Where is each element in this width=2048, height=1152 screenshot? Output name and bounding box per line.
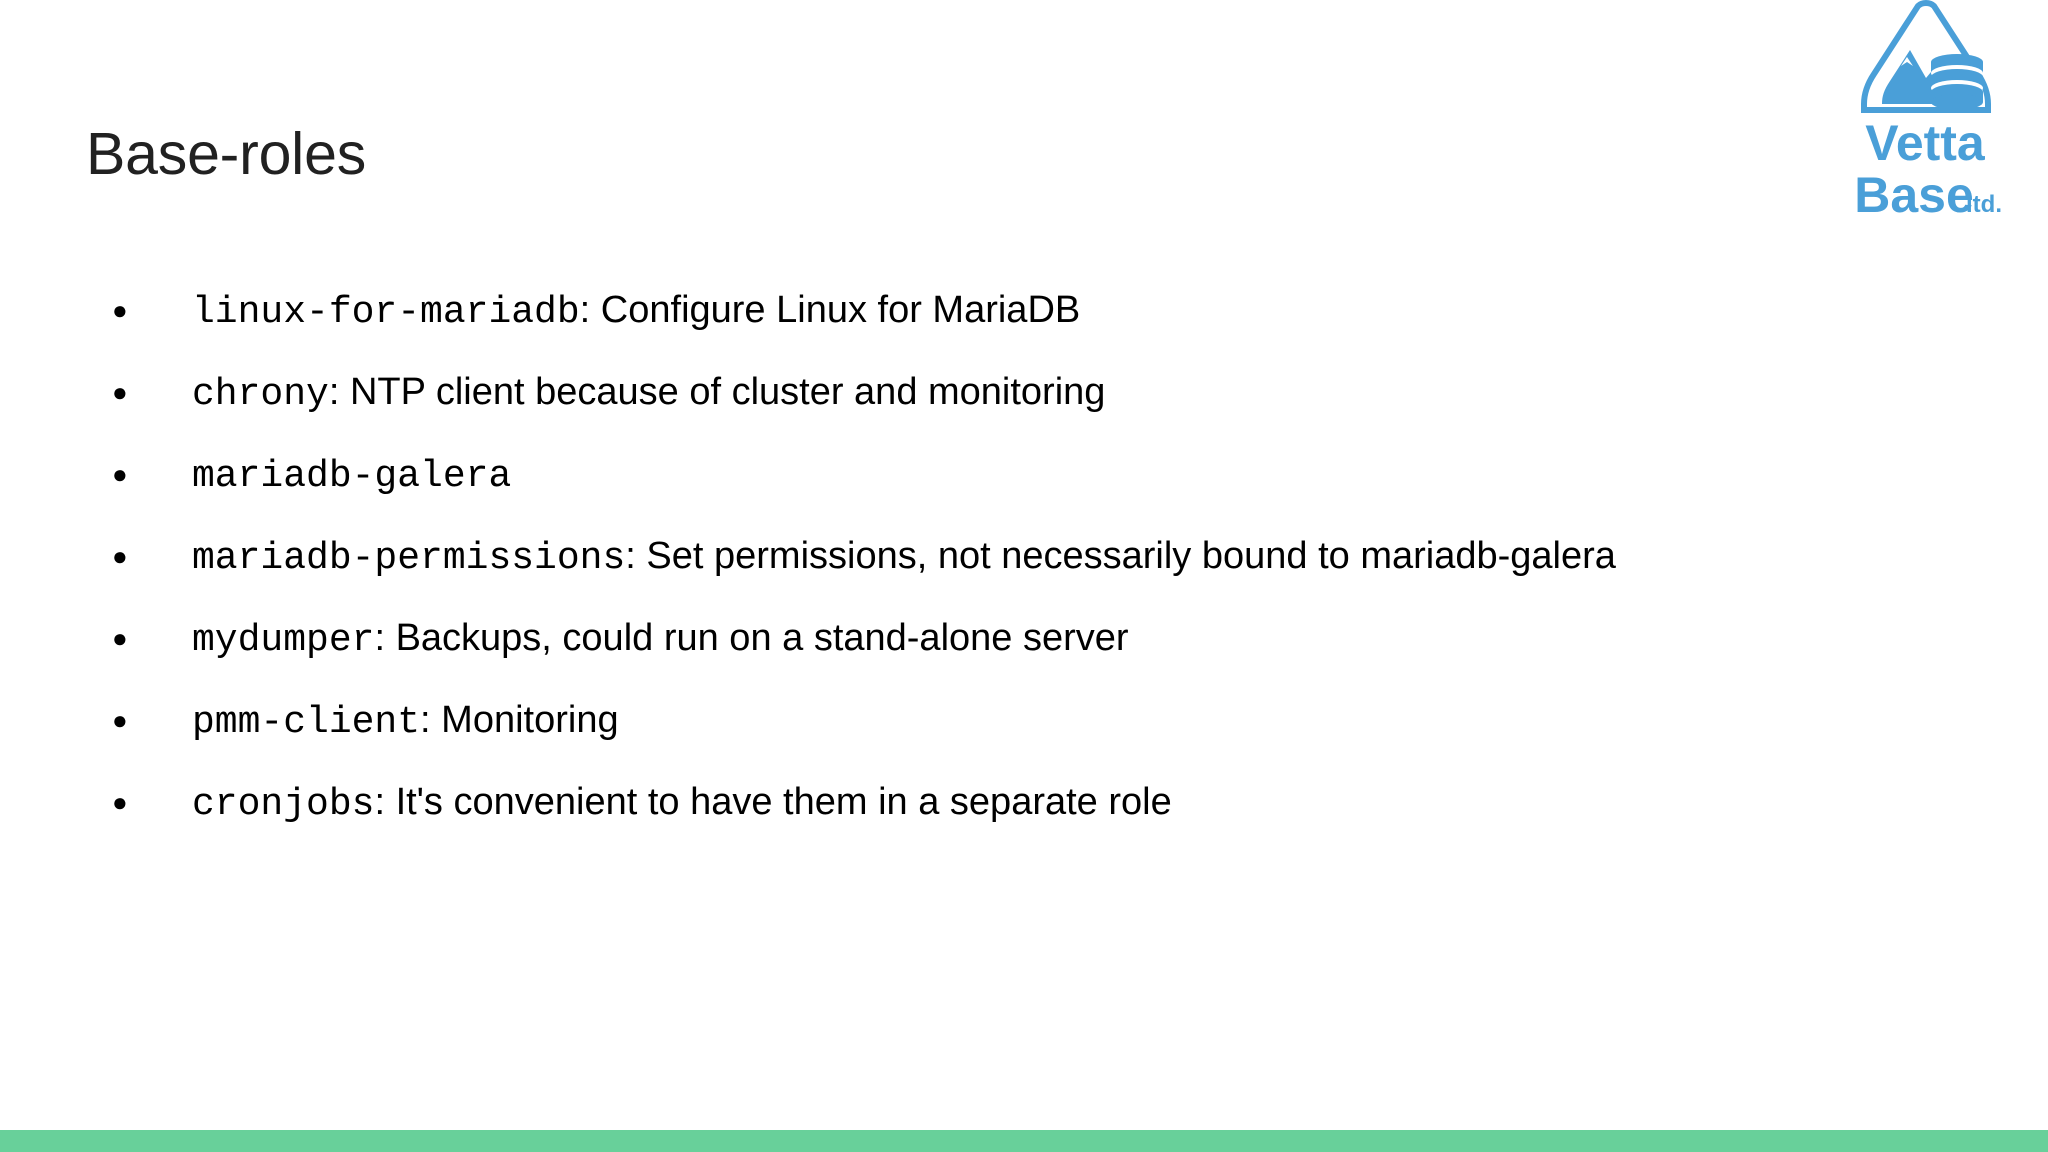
role-separator: : xyxy=(328,371,350,413)
list-item: ● cronjobs: It's convenient to have them… xyxy=(86,767,1846,840)
bottom-accent-bar xyxy=(0,1130,2048,1152)
logo-suffix: ltd. xyxy=(1966,191,2002,218)
role-name: pmm-client xyxy=(192,701,421,744)
logo-line2: Base xyxy=(1854,167,1974,223)
role-description: Backups, could run on a stand-alone serv… xyxy=(395,617,1129,659)
role-name: mariadb-permissions xyxy=(192,537,626,580)
role-name: linux-for-mariadb xyxy=(192,291,580,334)
database-cylinder-icon xyxy=(1931,54,1983,110)
list-item-content: chrony: NTP client because of cluster an… xyxy=(192,357,1846,430)
list-item-content: linux-for-mariadb: Configure Linux for M… xyxy=(192,275,1846,348)
list-item: ● mariadb-permissions: Set permissions, … xyxy=(86,521,1846,594)
list-item: ● pmm-client: Monitoring xyxy=(86,685,1846,758)
logo-mark-icon xyxy=(1861,0,1991,113)
list-item: ● mydumper: Backups, could run on a stan… xyxy=(86,603,1846,676)
role-separator: : xyxy=(579,289,601,331)
list-item: ● chrony: NTP client because of cluster … xyxy=(86,357,1846,430)
role-description: NTP client because of cluster and monito… xyxy=(349,371,1106,413)
role-separator: : xyxy=(374,617,396,659)
list-item-content: mydumper: Backups, could run on a stand-… xyxy=(192,603,1846,676)
bullet-marker-icon: ● xyxy=(112,623,128,653)
bullet-marker-icon: ● xyxy=(112,295,128,325)
list-item-content: mariadb-permissions: Set permissions, no… xyxy=(192,521,1846,594)
bullet-marker-icon: ● xyxy=(112,705,128,735)
role-description: It's convenient to have them in a separa… xyxy=(395,781,1172,823)
list-item-content: mariadb-galera xyxy=(192,439,1846,512)
role-name: cronjobs xyxy=(192,783,375,826)
role-description: Monitoring xyxy=(441,699,619,741)
role-name: mydumper xyxy=(192,619,375,662)
bullet-marker-icon: ● xyxy=(112,787,128,817)
role-separator: : xyxy=(374,781,396,823)
bullet-marker-icon: ● xyxy=(112,541,128,571)
page-title: Base-roles xyxy=(86,121,367,187)
vettabase-logo: Vetta Base ltd. xyxy=(1818,0,2033,245)
bullet-marker-icon: ● xyxy=(112,377,128,407)
role-separator: : xyxy=(420,699,442,741)
role-description: Set permissions, not necessarily bound t… xyxy=(646,535,1616,577)
bullet-list: ● linux-for-mariadb: Configure Linux for… xyxy=(86,275,1846,849)
list-item-content: cronjobs: It's convenient to have them i… xyxy=(192,767,1846,840)
list-item: ● linux-for-mariadb: Configure Linux for… xyxy=(86,275,1846,348)
role-separator: : xyxy=(625,535,647,577)
role-name: mariadb-galera xyxy=(192,455,512,498)
role-name: chrony xyxy=(192,373,329,416)
list-item: ● mariadb-galera xyxy=(86,439,1846,512)
role-description: Configure Linux for MariaDB xyxy=(600,289,1081,331)
list-item-content: pmm-client: Monitoring xyxy=(192,685,1846,758)
logo-line1: Vetta xyxy=(1865,115,1986,171)
bullet-marker-icon: ● xyxy=(112,459,128,489)
